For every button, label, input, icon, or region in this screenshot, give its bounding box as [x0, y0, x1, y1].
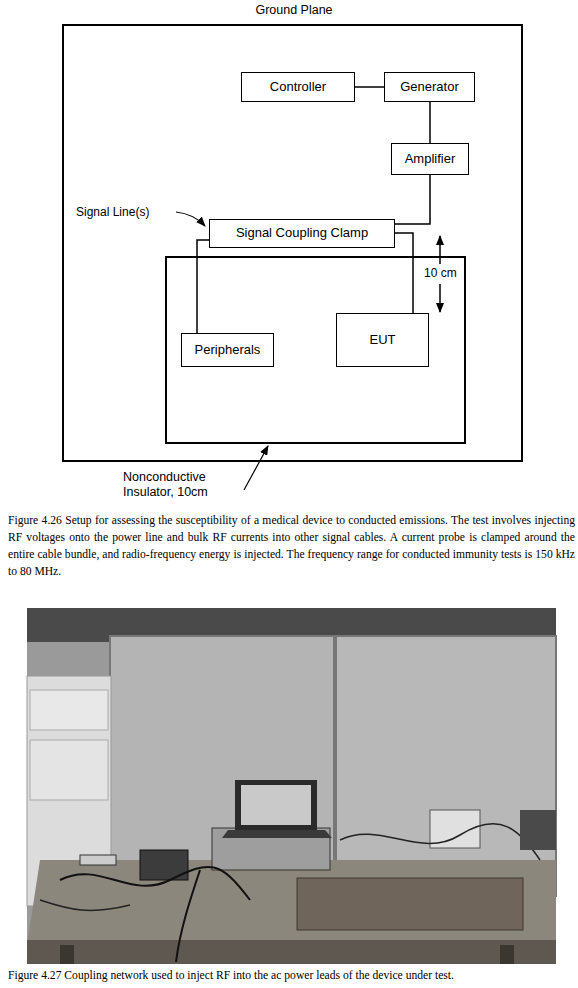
clamp-box: Signal Coupling Clamp: [209, 219, 395, 248]
wire-connector: [429, 102, 431, 143]
ground-plane: Ground PlaneControllerGeneratorAmplifier…: [62, 24, 523, 462]
generator-box: Generator: [384, 72, 475, 102]
controller-box: Controller: [241, 72, 355, 102]
node-label: Peripherals: [195, 343, 261, 358]
dimension-label: 10 cm: [424, 266, 464, 280]
wire-connector: [355, 86, 384, 88]
figure-caption: Figure 4.27 Coupling network used to inj…: [8, 967, 575, 984]
wire-connector: [395, 233, 413, 313]
node-label: Signal Coupling Clamp: [236, 226, 368, 241]
signal-line-leader: [176, 212, 205, 226]
peripherals-box: Peripherals: [181, 333, 274, 367]
insulator-box: Nonconductive Insulator, 10cmPeripherals…: [165, 256, 466, 444]
node-label: Generator: [400, 80, 459, 95]
amplifier-box: Amplifier: [391, 143, 469, 175]
eut-box: EUT: [336, 313, 429, 367]
photo-illustration: [27, 608, 556, 964]
insulator-leader: [244, 446, 268, 490]
node-label: Controller: [270, 80, 326, 95]
dimension-arrow: [439, 284, 441, 312]
signal-line-label: Signal Line(s): [76, 205, 176, 219]
node-label: EUT: [370, 333, 396, 348]
node-label: Ground Plane: [214, 3, 374, 18]
wire-connector: [395, 175, 430, 224]
wire-connector: [197, 240, 209, 333]
node-label: Nonconductive Insulator, 10cm: [123, 470, 241, 500]
dimension-arrow: [439, 236, 441, 264]
node-label: Amplifier: [405, 152, 456, 167]
figure-caption: Figure 4.26 Setup for assessing the susc…: [8, 512, 575, 580]
